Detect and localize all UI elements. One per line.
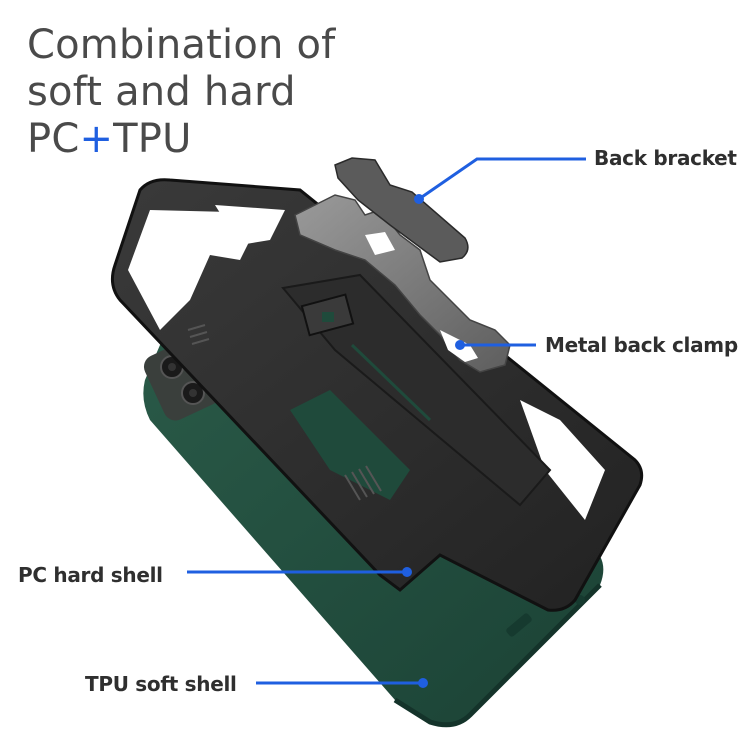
label-metal-back-clamp: Metal back clamp: [545, 333, 738, 357]
back-bracket: [334, 157, 469, 263]
headline-line-3: PC+TPU: [27, 116, 335, 163]
label-tpu-soft-shell: TPU soft shell: [85, 672, 237, 696]
headline-pc: PC: [27, 116, 80, 162]
dot-back-bracket: [414, 194, 424, 204]
label-back-bracket: Back bracket: [594, 146, 737, 170]
leader-back-bracket: [418, 157, 586, 201]
dot-pc-hard-shell: [402, 567, 412, 577]
dot-tpu-soft-shell: [418, 678, 428, 688]
pc-hard-shell: [110, 178, 644, 612]
callout-lines: [187, 157, 586, 685]
label-pc-hard-shell: PC hard shell: [18, 563, 163, 587]
dot-metal-back-clamp: [455, 340, 465, 350]
headline-plus: +: [79, 116, 114, 162]
headline-line-1: Combination of: [27, 22, 336, 68]
headline-line-2: soft and hard: [27, 69, 296, 115]
headline-tpu: TPU: [113, 116, 192, 162]
headline: Combination of soft and hard PC+TPU: [27, 22, 335, 163]
